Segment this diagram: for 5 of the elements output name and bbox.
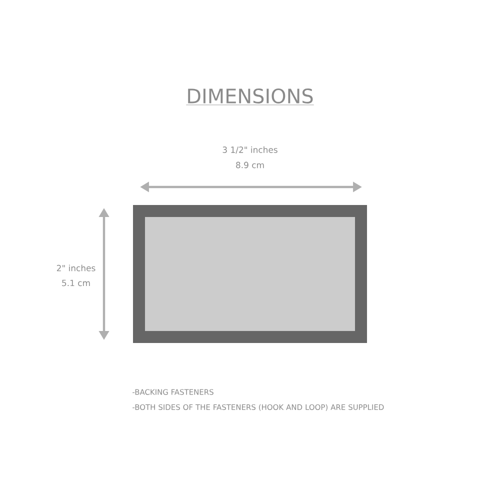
title: DIMENSIONS xyxy=(186,88,314,106)
dimension-label: 2" inches xyxy=(56,264,96,272)
dimension-label: 3 1/2" inches xyxy=(222,146,278,154)
dimension-label: 5.1 cm xyxy=(62,280,90,286)
dimension-label: 8.9 cm xyxy=(236,162,264,168)
